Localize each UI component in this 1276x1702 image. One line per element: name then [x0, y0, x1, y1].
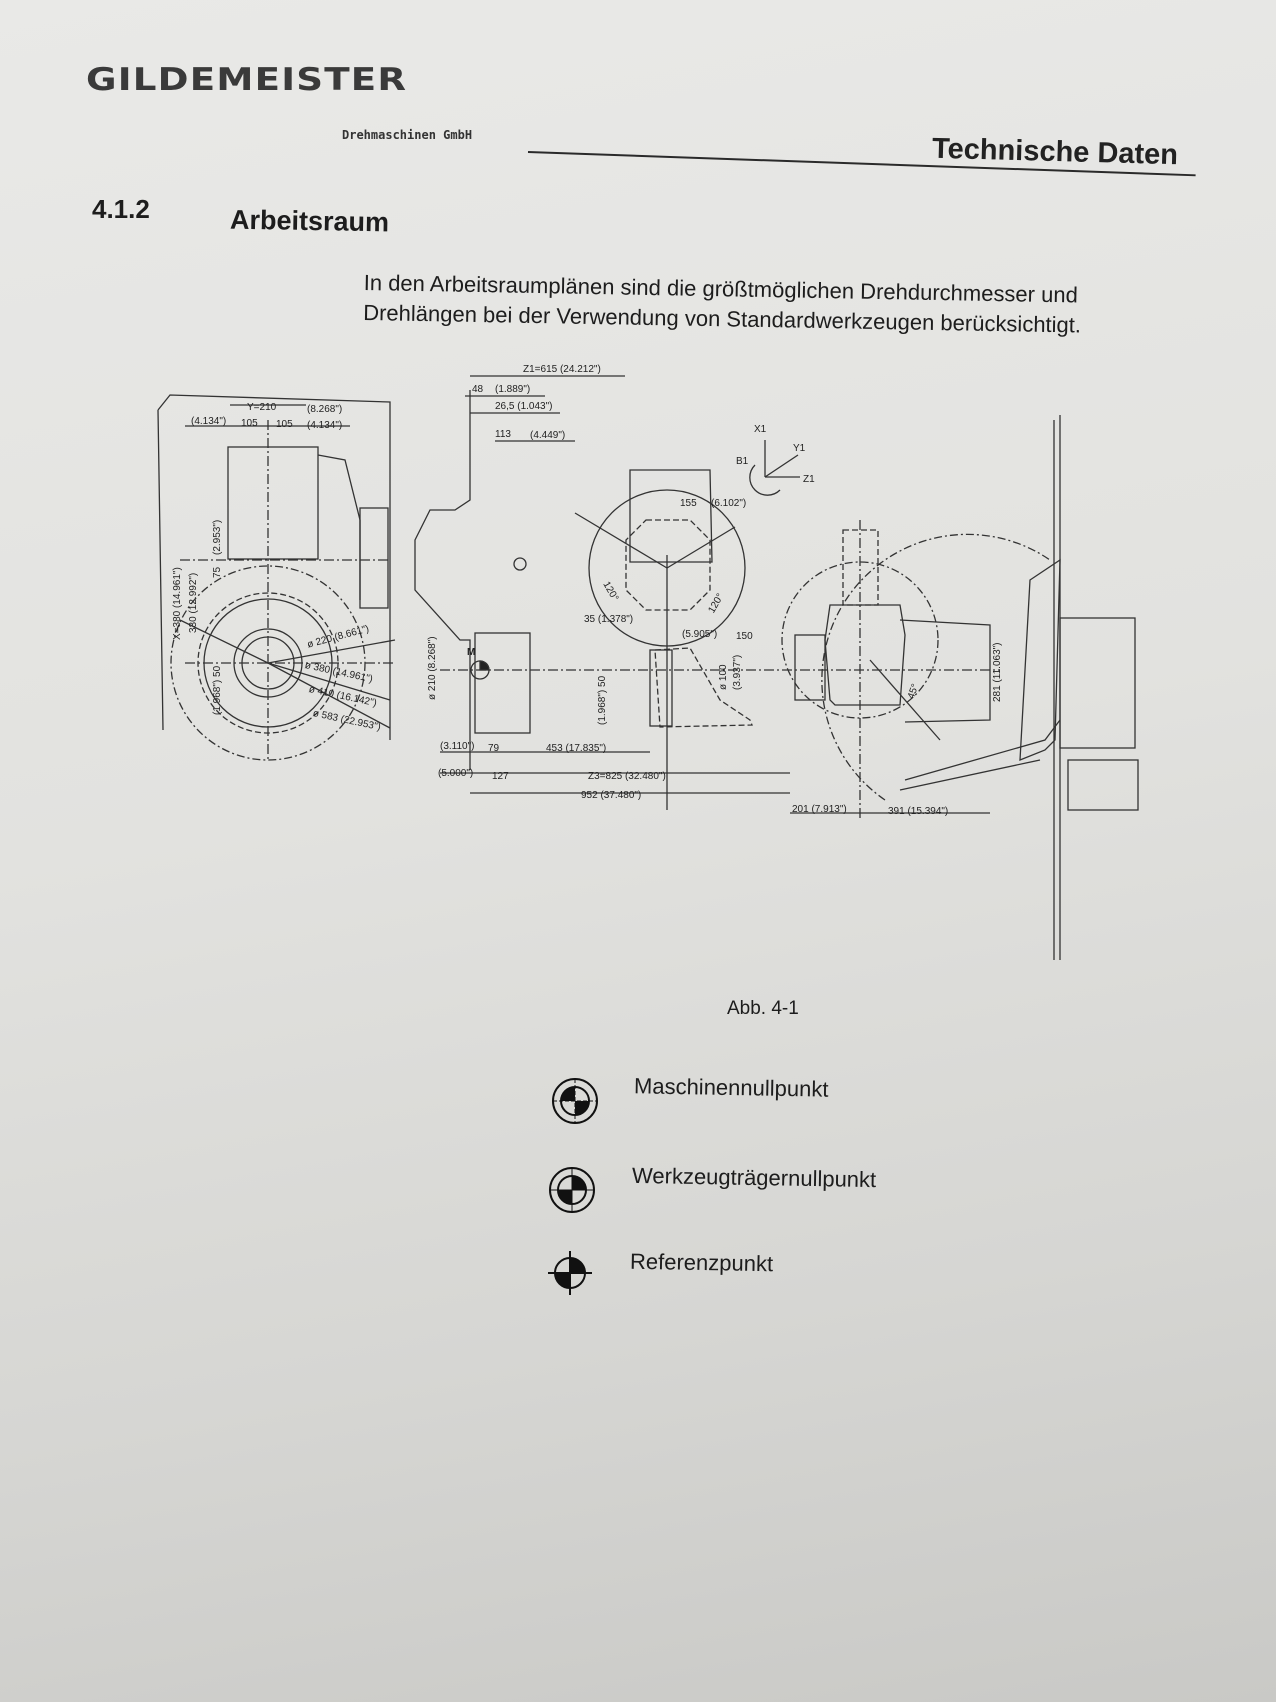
- section-number: 4.1.2: [92, 194, 150, 224]
- dim-z-48-inch: (1.889"): [495, 384, 531, 395]
- dim-t-155: 155: [680, 498, 697, 509]
- company-subtitle: Drehmaschinen GmbH: [342, 128, 473, 142]
- b-axis-head: [794, 634, 826, 701]
- dim-x-50: (1.968") 50: [212, 665, 223, 715]
- middle-view-outline: [414, 390, 471, 770]
- dim-d210: ø 210 (8.268"): [427, 636, 438, 700]
- dim-z-453: 453 (17.835"): [546, 743, 607, 754]
- dim-x-75-inch: (2.953"): [212, 519, 223, 555]
- dim-z-79: 79: [488, 743, 500, 754]
- legend-label-tool-holder-zero: Werkzeugträgernullpunkt: [631, 1162, 877, 1193]
- dim-y-right: 105: [276, 419, 293, 430]
- axis-y1-label: Y1: [793, 443, 806, 454]
- spindle-chuck: [474, 632, 531, 734]
- tailstock-body: [1059, 617, 1136, 749]
- dim-z-391: 391 (15.394"): [888, 806, 949, 817]
- dim-x-75: 75: [212, 566, 223, 578]
- dim-z-113: 113: [495, 429, 511, 440]
- dim-t-35: 35 (1.378"): [584, 614, 634, 625]
- machine-zero-point-icon: [552, 1078, 598, 1124]
- axis-symbol: [749, 440, 800, 496]
- dim-t-150-inch: (5.905"): [682, 629, 718, 640]
- dim-d100-inch: (3.937"): [732, 654, 743, 690]
- axis-b1-label: B1: [736, 456, 749, 467]
- dim-t-155-inch: (6.102"): [711, 498, 747, 509]
- dim-x-total: X=380 (14.961"): [172, 567, 183, 640]
- dim-y-left-inch: (4.134"): [191, 416, 227, 427]
- dim-t-50: (1.968") 50: [597, 675, 608, 725]
- dim-y-right-inch: (4.134"): [307, 420, 343, 431]
- tailstock-cover: [1019, 558, 1061, 761]
- dim-z3: Z3=825 (32.480"): [588, 771, 666, 782]
- machine-zero-label: M: [467, 647, 476, 658]
- dim-h-281: 281 (11.063"): [992, 642, 1003, 702]
- dim-t-150: 150: [736, 631, 753, 642]
- legend-label-reference-point: Referenzpunkt: [629, 1248, 774, 1277]
- dim-z-201: 201 (7.913"): [792, 804, 847, 815]
- lower-turret: [654, 647, 753, 728]
- dim-z-952: 952 (37.480"): [581, 790, 642, 801]
- turret-body-left: [227, 446, 319, 560]
- left-view-frame: [157, 394, 391, 740]
- dim-z-26: 26,5 (1.043"): [495, 401, 553, 412]
- dim-x-330: 330 (12.992"): [188, 572, 199, 633]
- axis-x1-label: X1: [754, 424, 767, 435]
- dim-d100: ø 100: [718, 664, 729, 690]
- legend-label-machine-zero: Maschinennullpunkt: [633, 1073, 829, 1102]
- turret-body-top: [629, 469, 713, 563]
- reference-point-icon: [548, 1251, 592, 1295]
- dim-z-48: 48: [472, 384, 484, 395]
- axis-z1-label: Z1: [803, 474, 815, 485]
- dim-z1: Z1=615 (24.212"): [523, 364, 601, 375]
- figure-caption: Abb. 4-1: [727, 998, 799, 1019]
- dim-z-127: 127: [492, 771, 509, 782]
- dim-y-total-inch: (8.268"): [307, 404, 343, 415]
- dim-z-79-inch: (3.110"): [440, 741, 475, 752]
- dim-z-113-inch: (4.449"): [530, 430, 566, 441]
- dim-y-total: Y=210: [247, 402, 277, 413]
- company-logo: GILDEMEISTER: [86, 62, 408, 98]
- dim-y-left: 105: [241, 418, 258, 429]
- tool-holder-zero-point-icon: [549, 1167, 595, 1213]
- dim-z-127-inch: (5.000"): [438, 768, 474, 779]
